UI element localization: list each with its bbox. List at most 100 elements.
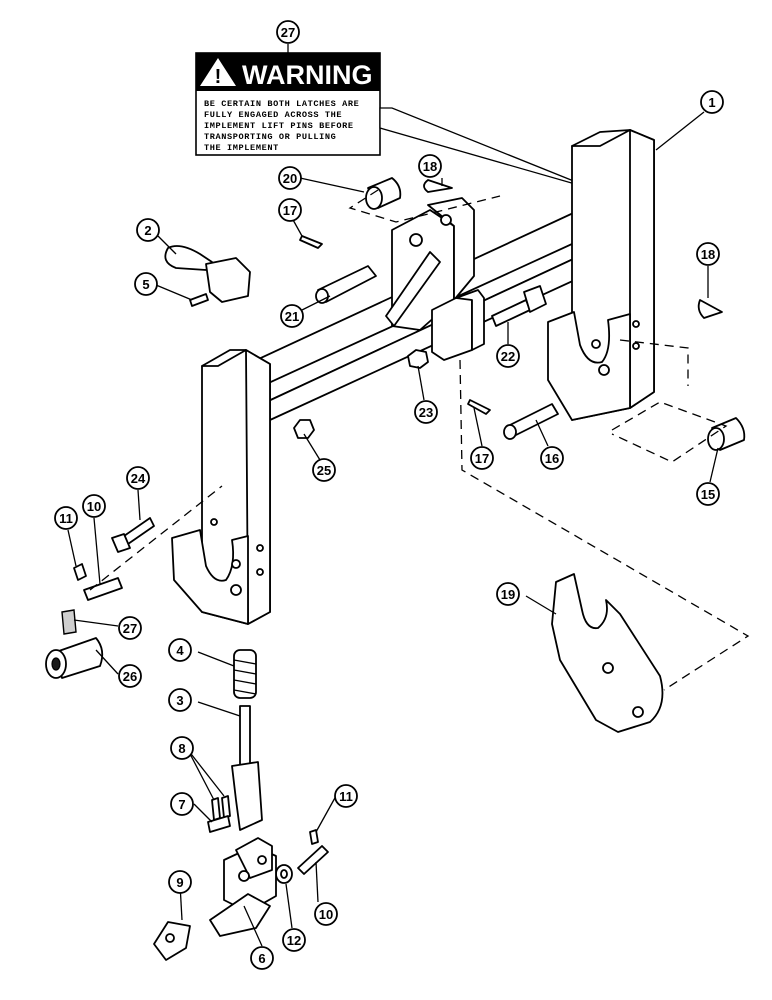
- bolt-part-22: [491, 285, 547, 327]
- svg-text:25: 25: [317, 463, 331, 478]
- hook-part-2: [164, 245, 251, 303]
- svg-text:19: 19: [501, 587, 515, 602]
- callout-2: 2: [136, 218, 160, 242]
- callout-7: 7: [170, 792, 194, 816]
- callout-22: 22: [496, 344, 520, 368]
- sleeve-part-26: [45, 637, 104, 679]
- cotter-pin-part-17-top: [299, 235, 323, 249]
- svg-text:4: 4: [176, 643, 184, 658]
- svg-text:3: 3: [176, 693, 183, 708]
- callout-27-pin: 27: [118, 616, 142, 640]
- pin-part-5: [189, 293, 209, 307]
- svg-text:5: 5: [142, 277, 149, 292]
- plate-part-9: [153, 921, 191, 961]
- pin-part-8-b: [221, 795, 231, 819]
- callout-6: 6: [250, 946, 274, 970]
- svg-text:12: 12: [287, 933, 301, 948]
- pin-part-11-left: [73, 563, 87, 581]
- callout-18-right: 18: [696, 242, 720, 266]
- svg-text:11: 11: [59, 511, 73, 526]
- svg-text:8: 8: [178, 741, 185, 756]
- callout-17-lower: 17: [470, 446, 494, 470]
- pin-part-11-right: [309, 829, 319, 845]
- callout-21: 21: [280, 304, 304, 328]
- callout-3: 3: [168, 688, 192, 712]
- callout-4: 4: [168, 638, 192, 662]
- warning-triangle-icon: [200, 58, 236, 86]
- warning-line-5: THE IMPLEMENT: [204, 143, 279, 153]
- callout-9: 9: [168, 870, 192, 894]
- nut-part-25: [293, 419, 315, 439]
- svg-text:24: 24: [131, 471, 146, 486]
- callout-1: 1: [700, 90, 724, 114]
- washer-part-12: [275, 864, 293, 884]
- svg-text:7: 7: [178, 797, 185, 812]
- svg-text:26: 26: [123, 669, 137, 684]
- bolt-part-24: [111, 517, 155, 553]
- svg-text:20: 20: [283, 171, 297, 186]
- warning-decal: ! WARNING BE CERTAIN BOTH LATCHES ARE FU…: [195, 52, 381, 156]
- callout-18-top: 18: [418, 154, 442, 178]
- cotter-pin-part-17-lower: [467, 399, 491, 415]
- callout-12: 12: [282, 928, 306, 952]
- svg-text:21: 21: [285, 309, 299, 324]
- pin-part-21: [315, 265, 377, 304]
- svg-text:2: 2: [144, 223, 151, 238]
- svg-text:27: 27: [123, 621, 137, 636]
- warning-line-1: BE CERTAIN BOTH LATCHES ARE: [204, 99, 359, 109]
- callout-11-right: 11: [334, 784, 358, 808]
- svg-text:17: 17: [475, 451, 489, 466]
- hairpin-clip-part-18-top: [423, 179, 453, 193]
- callout-23: 23: [414, 400, 438, 424]
- latch-rod-part-3: [231, 705, 263, 831]
- svg-text:18: 18: [423, 159, 437, 174]
- pin-part-16: [503, 403, 559, 440]
- svg-text:6: 6: [258, 951, 265, 966]
- callout-11-left: 11: [54, 506, 78, 530]
- warning-line-3: IMPLEMENT LIFT PINS BEFORE: [204, 121, 354, 131]
- svg-text:9: 9: [176, 875, 183, 890]
- hook-plate-part-19-hole: [602, 662, 614, 674]
- hook-plate-part-19-hole2: [632, 706, 644, 718]
- callout-10-right: 10: [314, 902, 338, 926]
- svg-text:27: 27: [281, 25, 295, 40]
- spring-pin-part-27: [61, 609, 77, 635]
- spring-part-4: [233, 649, 257, 699]
- svg-text:16: 16: [545, 451, 559, 466]
- callout-16: 16: [540, 446, 564, 470]
- pin-part-10-right: [297, 845, 329, 875]
- callout-20: 20: [278, 166, 302, 190]
- callout-24: 24: [126, 466, 150, 490]
- callout-8: 8: [170, 736, 194, 760]
- pin-part-7: [207, 815, 231, 833]
- pin-part-8-a: [211, 797, 221, 821]
- bushing-part-15: [707, 417, 746, 451]
- svg-text:22: 22: [501, 349, 515, 364]
- warning-line-4: TRANSPORTING OR PULLING: [204, 132, 336, 142]
- warning-line-2: FULLY ENGAGED ACROSS THE: [204, 110, 342, 120]
- hook-plate-part-19: [551, 573, 664, 733]
- callout-15: 15: [696, 482, 720, 506]
- warning-title: WARNING: [242, 60, 373, 90]
- svg-text:11: 11: [339, 789, 353, 804]
- svg-text:15: 15: [701, 487, 715, 502]
- svg-text:1: 1: [708, 95, 715, 110]
- bushing-part-20: [365, 177, 402, 210]
- callout-26: 26: [118, 664, 142, 688]
- quick-hitch-frame: [171, 129, 655, 625]
- callout-5: 5: [134, 272, 158, 296]
- hairpin-clip-part-18-right: [697, 299, 723, 319]
- svg-text:10: 10: [87, 499, 101, 514]
- latch-body-part-6: [209, 837, 277, 937]
- callout-25: 25: [312, 458, 336, 482]
- svg-text:!: !: [215, 66, 222, 88]
- callout-19: 19: [496, 582, 520, 606]
- svg-text:18: 18: [701, 247, 715, 262]
- pin-part-10-left: [83, 577, 123, 601]
- nut-part-23: [407, 349, 429, 369]
- svg-text:17: 17: [283, 203, 297, 218]
- callout-27-decal: 27: [276, 20, 300, 44]
- svg-text:23: 23: [419, 405, 433, 420]
- svg-text:10: 10: [319, 907, 333, 922]
